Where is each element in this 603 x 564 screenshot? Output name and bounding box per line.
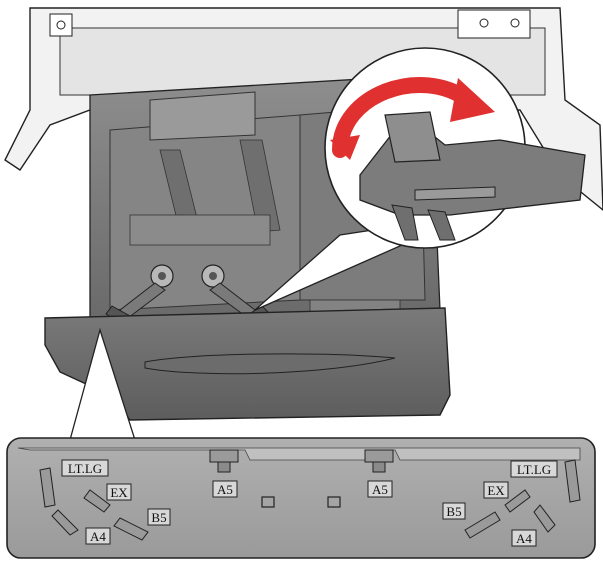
label-ltlg-left: LT.LG (61, 459, 109, 477)
svg-text:A5: A5 (372, 482, 388, 497)
label-ex-right: EX (483, 481, 509, 499)
zoom-callout-bubble (254, 47, 586, 311)
svg-text:A5: A5 (217, 482, 233, 497)
label-a5-left: A5 (212, 480, 238, 498)
svg-text:LT.LG: LT.LG (517, 462, 551, 477)
label-a4-left: A4 (85, 527, 111, 545)
label-a5-right: A5 (367, 480, 393, 498)
svg-text:B5: B5 (151, 510, 166, 525)
label-ltlg-right: LT.LG (510, 460, 558, 478)
screw-icon-left (49, 13, 73, 37)
label-a4-right: A4 (511, 529, 537, 547)
rotate-arrow-icon (330, 77, 495, 160)
svg-text:B5: B5 (446, 504, 461, 519)
label-b5-right: B5 (442, 502, 466, 520)
svg-text:A4: A4 (516, 531, 532, 546)
tray-front-panel (44, 307, 451, 421)
svg-text:EX: EX (110, 485, 128, 500)
svg-text:LT.LG: LT.LG (68, 461, 102, 476)
svg-text:EX: EX (487, 483, 505, 498)
label-ex-left: EX (106, 483, 132, 501)
size-markings-panel: LT.LG EX A4 B5 A5 A5 LT.LG EX (6, 437, 596, 559)
label-b5-left: B5 (147, 508, 171, 526)
svg-text:A4: A4 (90, 529, 106, 544)
